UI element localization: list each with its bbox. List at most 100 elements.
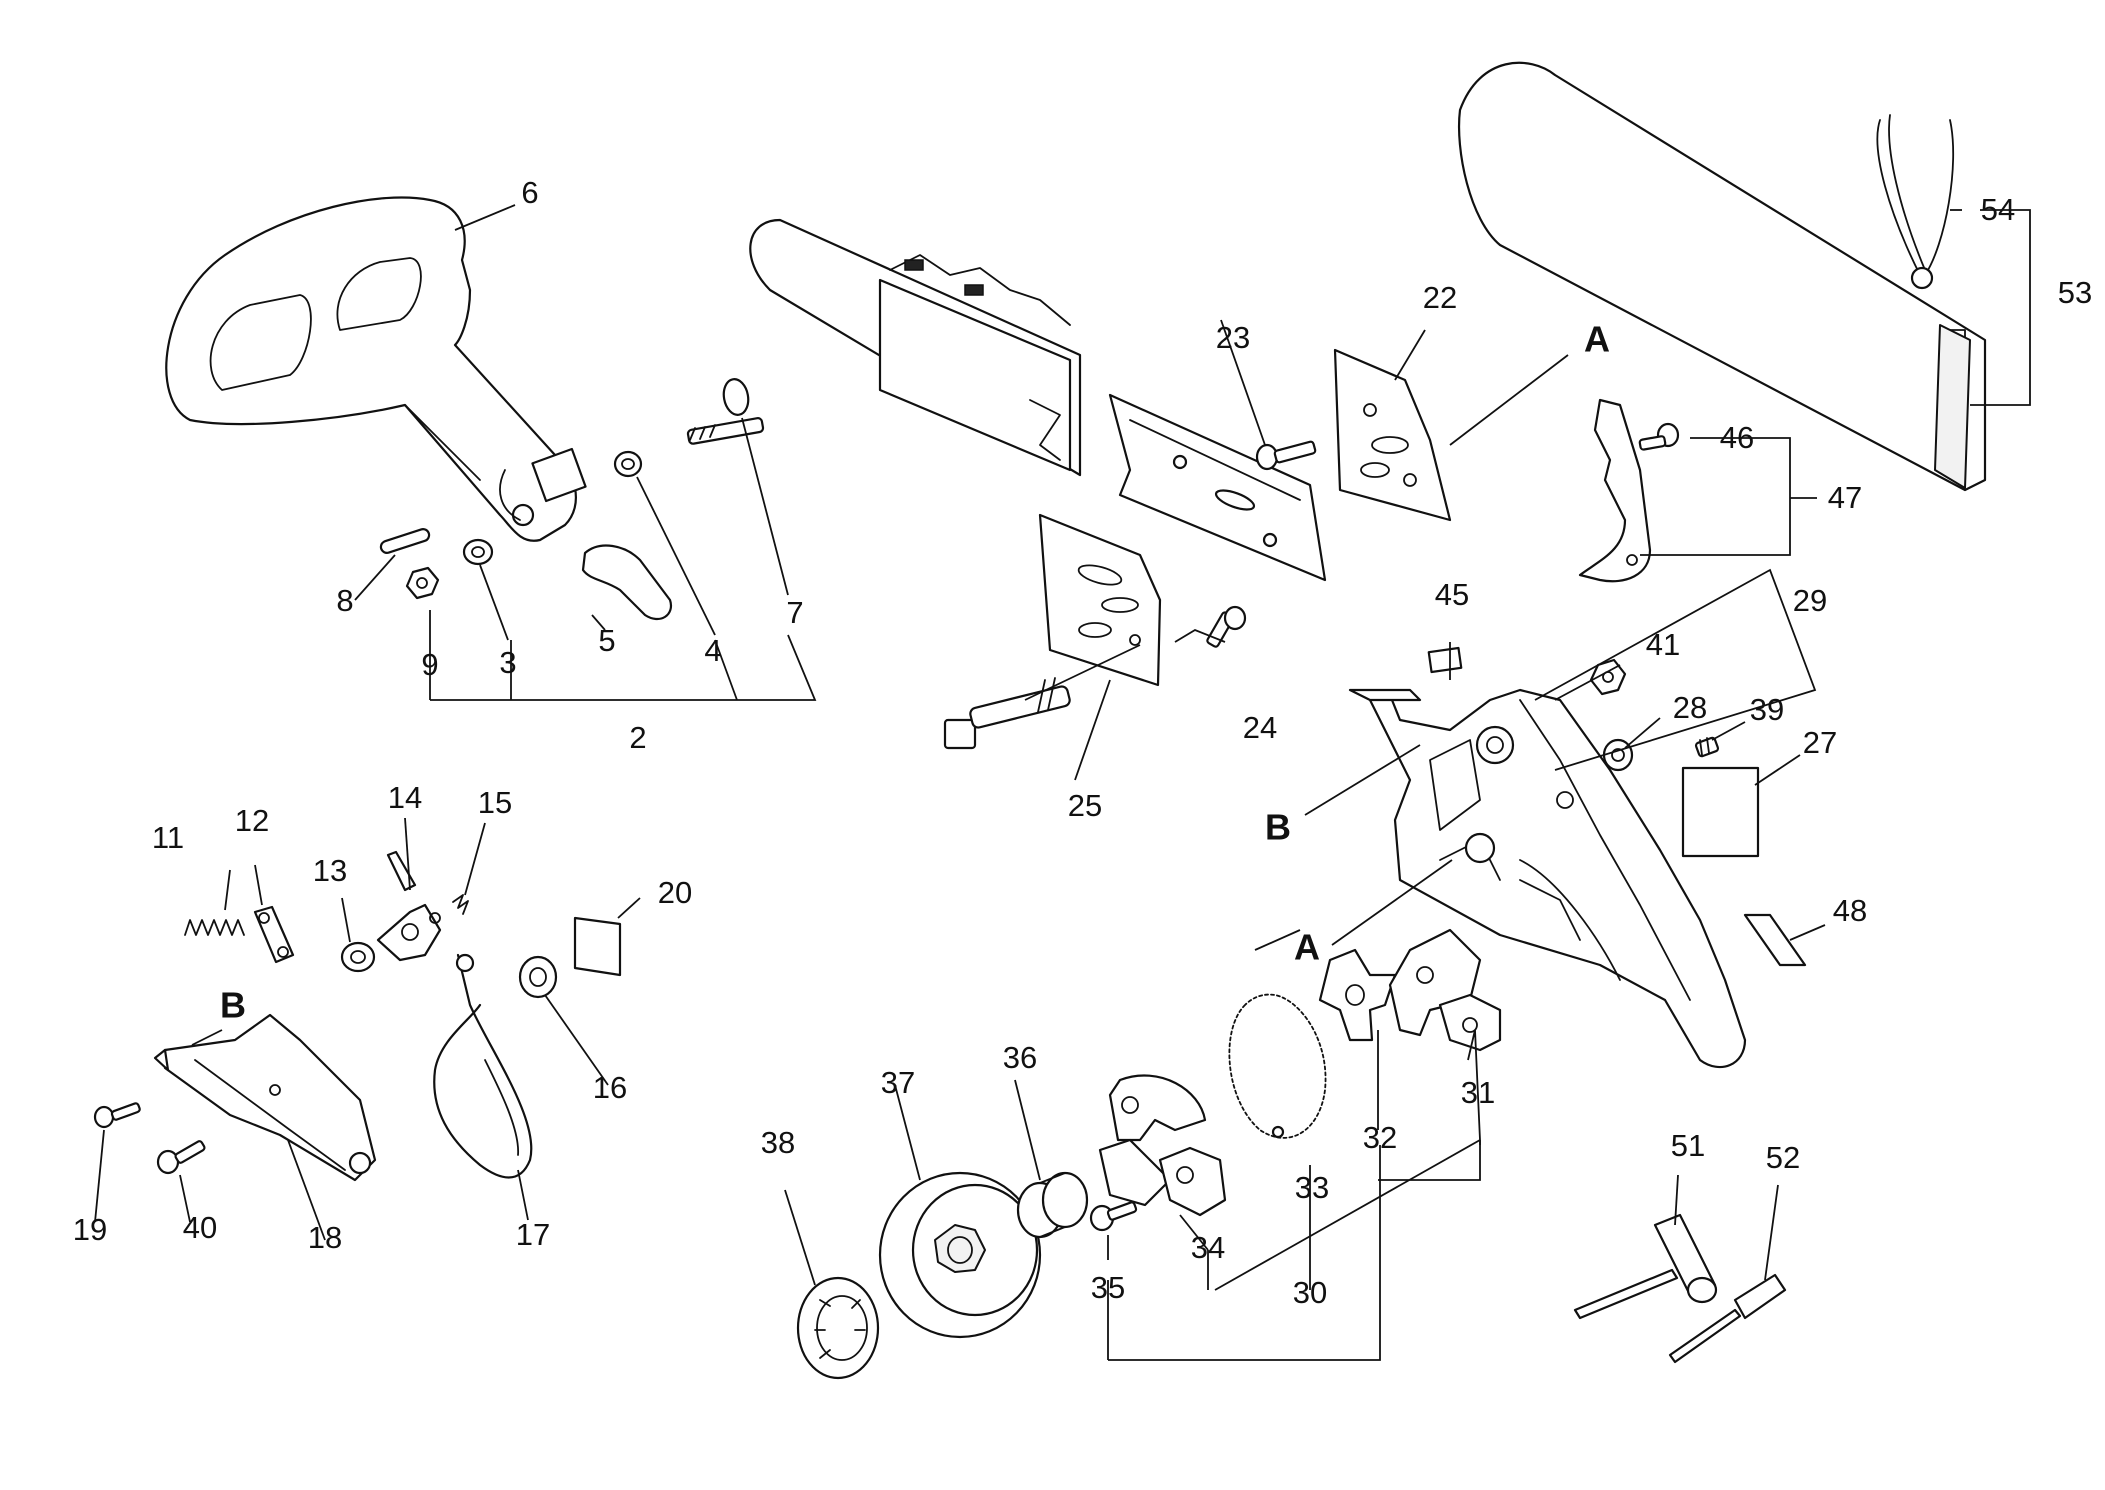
label-38: 38 bbox=[761, 1125, 795, 1160]
brake-lever bbox=[253, 905, 295, 964]
ref-letter-b-right: B bbox=[1265, 807, 1291, 848]
label-small bbox=[1427, 646, 1463, 674]
plate-screw-lower bbox=[1206, 605, 1247, 648]
label-5: 5 bbox=[598, 623, 615, 658]
label-51: 51 bbox=[1671, 1128, 1705, 1163]
clutch-plates bbox=[1388, 928, 1502, 1052]
spacer bbox=[340, 941, 376, 973]
clutch-shoes bbox=[1098, 1074, 1227, 1217]
label-33: 33 bbox=[1295, 1170, 1329, 1205]
label-45: 45 bbox=[1435, 577, 1469, 612]
label-18: 18 bbox=[308, 1220, 342, 1255]
bar-stud-bolt bbox=[943, 677, 1071, 750]
nut-small bbox=[405, 566, 440, 600]
outer-plate bbox=[1333, 348, 1452, 522]
bar-cover bbox=[1457, 61, 1987, 492]
guide-bar bbox=[749, 218, 1082, 477]
chain-catcher-screw bbox=[1638, 422, 1680, 451]
plate-screw-upper bbox=[1255, 440, 1317, 471]
inner-plate bbox=[1038, 513, 1162, 687]
cover-strap bbox=[1876, 114, 1955, 276]
bushing bbox=[613, 450, 643, 478]
label-36: 36 bbox=[1003, 1040, 1037, 1075]
brake-spring bbox=[184, 919, 245, 936]
ref-letter-a-upper: A bbox=[1584, 319, 1610, 360]
clutch-hub bbox=[1318, 948, 1397, 1042]
part-labels: 6 8 9 3 5 4 7 2 11 12 13 14 15 20 16 17 … bbox=[73, 175, 2092, 1310]
label-48: 47 bbox=[1828, 480, 1862, 515]
clutch-spring bbox=[1228, 993, 1327, 1139]
label-46: 48 bbox=[1833, 893, 1867, 928]
label-9: 9 bbox=[421, 647, 438, 682]
label-25: 25 bbox=[1068, 788, 1102, 823]
label-14: 14 bbox=[388, 780, 422, 815]
label-12: 12 bbox=[235, 803, 269, 838]
label-6: 6 bbox=[521, 175, 538, 210]
strap-ring bbox=[1910, 266, 1934, 290]
label-24: 24 bbox=[1243, 710, 1277, 745]
label-19: 19 bbox=[73, 1212, 107, 1247]
ref-letter-b-left: B bbox=[220, 985, 246, 1026]
label-35: 35 bbox=[1091, 1270, 1125, 1305]
label-diamond bbox=[1743, 913, 1807, 967]
label-39: 39 bbox=[1750, 692, 1784, 727]
label-32: 32 bbox=[1363, 1120, 1397, 1155]
label-40: 40 bbox=[183, 1210, 217, 1245]
washer bbox=[462, 538, 494, 566]
spring-hook bbox=[1271, 1125, 1285, 1139]
roller bbox=[518, 955, 558, 999]
clutch-bolt bbox=[1089, 1201, 1138, 1232]
clutch-drum bbox=[878, 1171, 1042, 1339]
bracket-screw-2 bbox=[156, 1140, 206, 1175]
brake-arm bbox=[376, 850, 442, 962]
chain-catcher bbox=[1578, 398, 1652, 583]
label-34: 34 bbox=[1191, 1230, 1225, 1265]
label-2: 2 bbox=[629, 720, 646, 755]
combination-wrench bbox=[1573, 1213, 1718, 1320]
screwdriver bbox=[1668, 1273, 1787, 1364]
label-7: 7 bbox=[786, 595, 803, 630]
cushion bbox=[573, 916, 622, 977]
label-13: 13 bbox=[313, 853, 347, 888]
label-16: 16 bbox=[593, 1070, 627, 1105]
clutch-cover bbox=[1348, 688, 1747, 1069]
rim-sprocket bbox=[796, 1276, 880, 1380]
label-27: 27 bbox=[1803, 725, 1837, 760]
small-spring bbox=[452, 894, 469, 915]
label-20: 20 bbox=[658, 875, 692, 910]
label-11: 11 bbox=[152, 820, 184, 855]
label-large bbox=[1681, 766, 1760, 858]
label-28: 28 bbox=[1673, 690, 1707, 725]
label-54: 54 bbox=[1981, 192, 2015, 227]
label-30: 30 bbox=[1293, 1275, 1327, 1310]
guide-bar-rear-plate bbox=[1108, 393, 1327, 582]
label-4: 4 bbox=[704, 633, 721, 668]
label-52: 52 bbox=[1766, 1140, 1800, 1175]
reference-letters: A A B B bbox=[220, 319, 1610, 1026]
parts-artwork bbox=[93, 61, 1987, 1380]
pin bbox=[379, 528, 431, 554]
hand-guard bbox=[165, 196, 587, 542]
ref-letter-a-lower: A bbox=[1294, 927, 1320, 968]
adjuster-screw bbox=[1694, 736, 1720, 758]
brake-band bbox=[433, 953, 533, 1179]
label-22: 22 bbox=[1423, 280, 1457, 315]
label-23: 23 bbox=[1216, 320, 1250, 355]
label-17: 17 bbox=[516, 1217, 550, 1252]
label-37: 37 bbox=[881, 1065, 915, 1100]
label-41: 41 bbox=[1646, 627, 1680, 662]
brake-bracket bbox=[153, 1013, 377, 1182]
shoulder-bolt bbox=[686, 378, 765, 445]
label-47: 46 bbox=[1720, 420, 1754, 455]
label-29: 29 bbox=[1793, 583, 1827, 618]
label-15: 15 bbox=[478, 785, 512, 820]
needle-bearing bbox=[1016, 1171, 1089, 1239]
label-8: 8 bbox=[336, 583, 353, 618]
spring-clip bbox=[581, 544, 673, 621]
label-31: 31 bbox=[1461, 1075, 1495, 1110]
leader-lines bbox=[94, 204, 2031, 1361]
label-53: 53 bbox=[2058, 275, 2092, 310]
label-3: 3 bbox=[499, 645, 516, 680]
bracket-screw-1 bbox=[93, 1102, 141, 1129]
